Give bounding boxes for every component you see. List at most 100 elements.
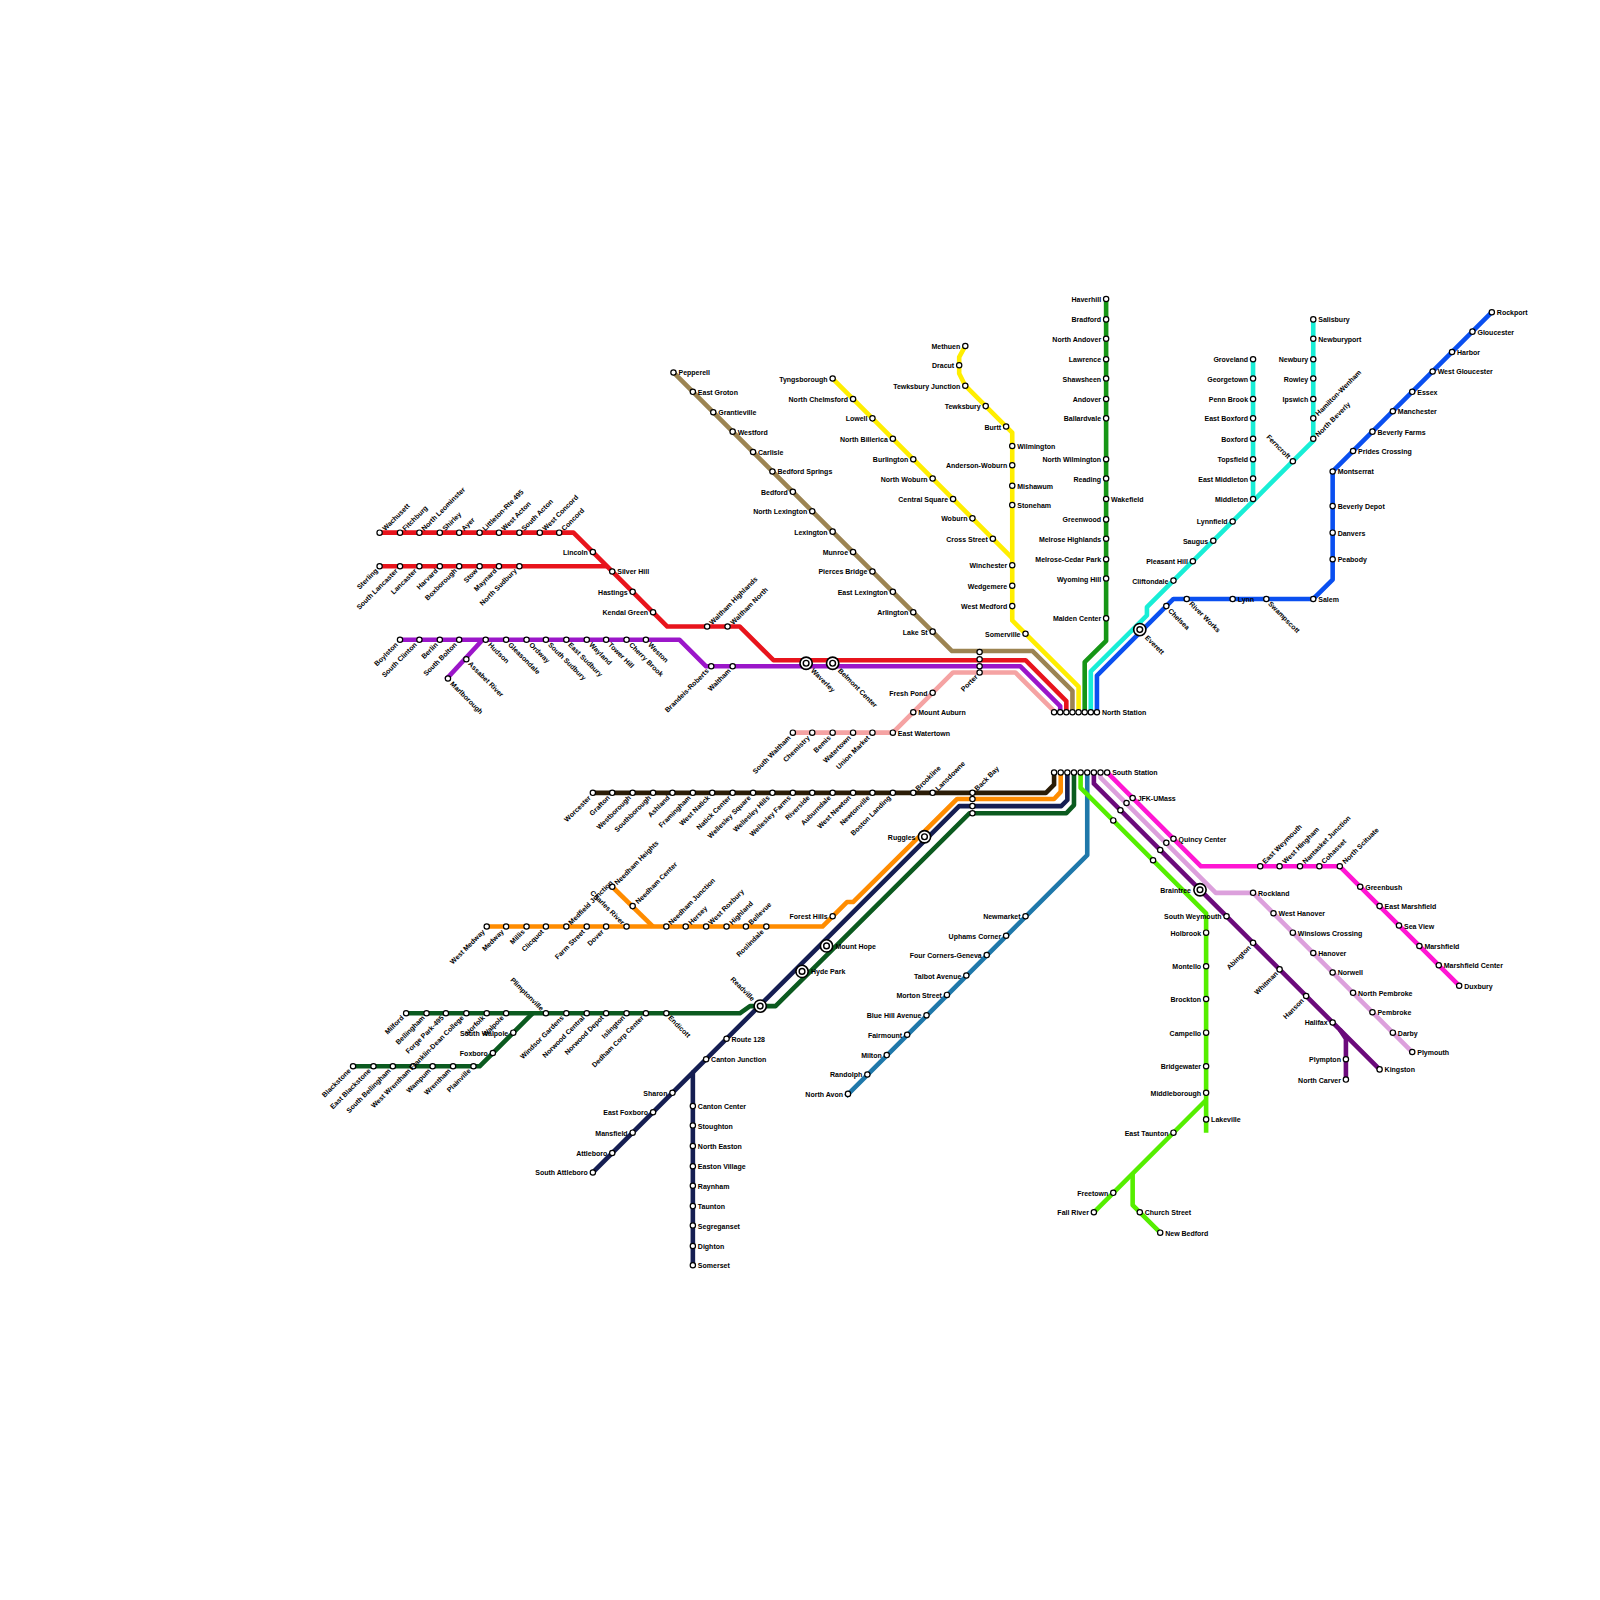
station-dot: [1010, 563, 1015, 568]
station-dot: [1094, 710, 1099, 715]
station-label: Newburyport: [1318, 335, 1361, 342]
station-label: Methuen: [932, 342, 961, 349]
station-label: Winchester: [970, 562, 1008, 569]
station-dot: [977, 649, 982, 654]
station-label: Taunton: [698, 1203, 725, 1210]
station-label: Bradford: [1072, 316, 1102, 323]
station-label: Westford: [738, 428, 768, 435]
station-dot: [437, 637, 442, 642]
interchange-symbol: [820, 940, 832, 952]
station-label: Sea View: [1404, 922, 1434, 929]
station-dot: [870, 416, 875, 421]
station-dot: [1103, 476, 1108, 481]
station-label: South Walpole: [460, 1029, 508, 1036]
station-dot: [1070, 710, 1075, 715]
station-dot: [724, 1036, 729, 1041]
station-dot: [624, 1011, 629, 1016]
station-dot: [1311, 376, 1316, 381]
interchange-symbol: [1134, 623, 1146, 635]
interchange-ring: [796, 965, 808, 977]
station-label: Winslows Crossing: [1298, 929, 1363, 936]
station-label: Essex: [1417, 388, 1437, 395]
station-dot: [724, 924, 729, 929]
station-dot: [1171, 1130, 1176, 1135]
station-dot: [990, 536, 995, 541]
station-dot: [664, 924, 669, 929]
station-label: Brandeis-Roberts: [664, 667, 710, 713]
station-dot: [437, 530, 442, 535]
station-dot: [983, 403, 988, 408]
station-dot: [1124, 800, 1129, 805]
station-dot: [970, 796, 975, 801]
station-label: Holbrook: [1170, 929, 1201, 936]
station-dot: [963, 383, 968, 388]
station-dot: [1158, 847, 1163, 852]
station-label: Dover: [586, 928, 605, 947]
station-dot: [1076, 710, 1081, 715]
station-dot: [884, 1052, 889, 1057]
station-dot: [963, 343, 968, 348]
station-dot: [1330, 557, 1335, 562]
station-label: Morton Street: [896, 991, 942, 998]
station-dot: [584, 637, 589, 642]
station-label: Middleton: [1215, 495, 1248, 502]
station-dot: [603, 1011, 608, 1016]
station-dot: [624, 924, 629, 929]
station-dot: [1111, 818, 1116, 823]
station-dot: [1343, 1057, 1348, 1062]
station-dot: [503, 924, 508, 929]
station-dot: [1058, 710, 1063, 715]
station-dot: [850, 549, 855, 554]
station-dot: [1396, 923, 1401, 928]
station-label: Kingston: [1385, 1066, 1415, 1073]
station-dot: [1203, 996, 1208, 1001]
station-dot: [709, 664, 714, 669]
station-dot: [1410, 389, 1415, 394]
station-dot: [1311, 596, 1316, 601]
station-dot: [1311, 336, 1316, 341]
station-label: Hastings: [598, 588, 628, 595]
station-dot: [590, 790, 595, 795]
station-label: Back Bay: [973, 765, 1000, 792]
station-label: South Weymouth: [1164, 913, 1221, 920]
station-label: Quincy Center: [1178, 835, 1226, 842]
station-label: Freetown: [1077, 1189, 1108, 1196]
station-dot: [1390, 409, 1395, 414]
station-dot: [911, 610, 916, 615]
station-dot: [1449, 349, 1454, 354]
station-label: Pepperell: [678, 369, 710, 376]
station-dot: [670, 790, 675, 795]
station-dot: [517, 530, 522, 535]
station-label: North Sudbury: [479, 567, 519, 607]
station-dot: [537, 530, 542, 535]
station-label: Plympton: [1309, 1056, 1341, 1063]
station-label: Malden Center: [1053, 615, 1101, 622]
station-dot: [1010, 483, 1015, 488]
interchange-ring: [1194, 884, 1206, 896]
station-dot: [1277, 967, 1282, 972]
station-label: Rockport: [1497, 309, 1528, 316]
station-label: Greenwood: [1063, 516, 1102, 523]
station-label: Cross Street: [946, 535, 988, 542]
station-dot: [643, 637, 648, 642]
station-dot: [437, 564, 442, 569]
station-dot: [1250, 436, 1255, 441]
station-label: Bedford Springs: [777, 468, 832, 475]
station-dot: [484, 1011, 489, 1016]
station-dot: [1350, 448, 1355, 453]
station-dot: [584, 924, 589, 929]
station-dot: [590, 549, 595, 554]
station-dot: [1311, 950, 1316, 955]
station-label: Bridgewater: [1161, 1063, 1201, 1070]
station-label: Pierces Bridge: [818, 568, 867, 575]
station-dot: [1377, 1067, 1382, 1072]
station-label: Roslindale: [735, 928, 765, 958]
interchange-ring: [827, 657, 839, 669]
station-dot: [630, 790, 635, 795]
interchange-symbol: [754, 1000, 766, 1012]
station-label: Bedford: [761, 488, 788, 495]
station-dot: [643, 1011, 648, 1016]
station-label: Worcester: [563, 794, 592, 823]
station-dot: [1250, 890, 1255, 895]
